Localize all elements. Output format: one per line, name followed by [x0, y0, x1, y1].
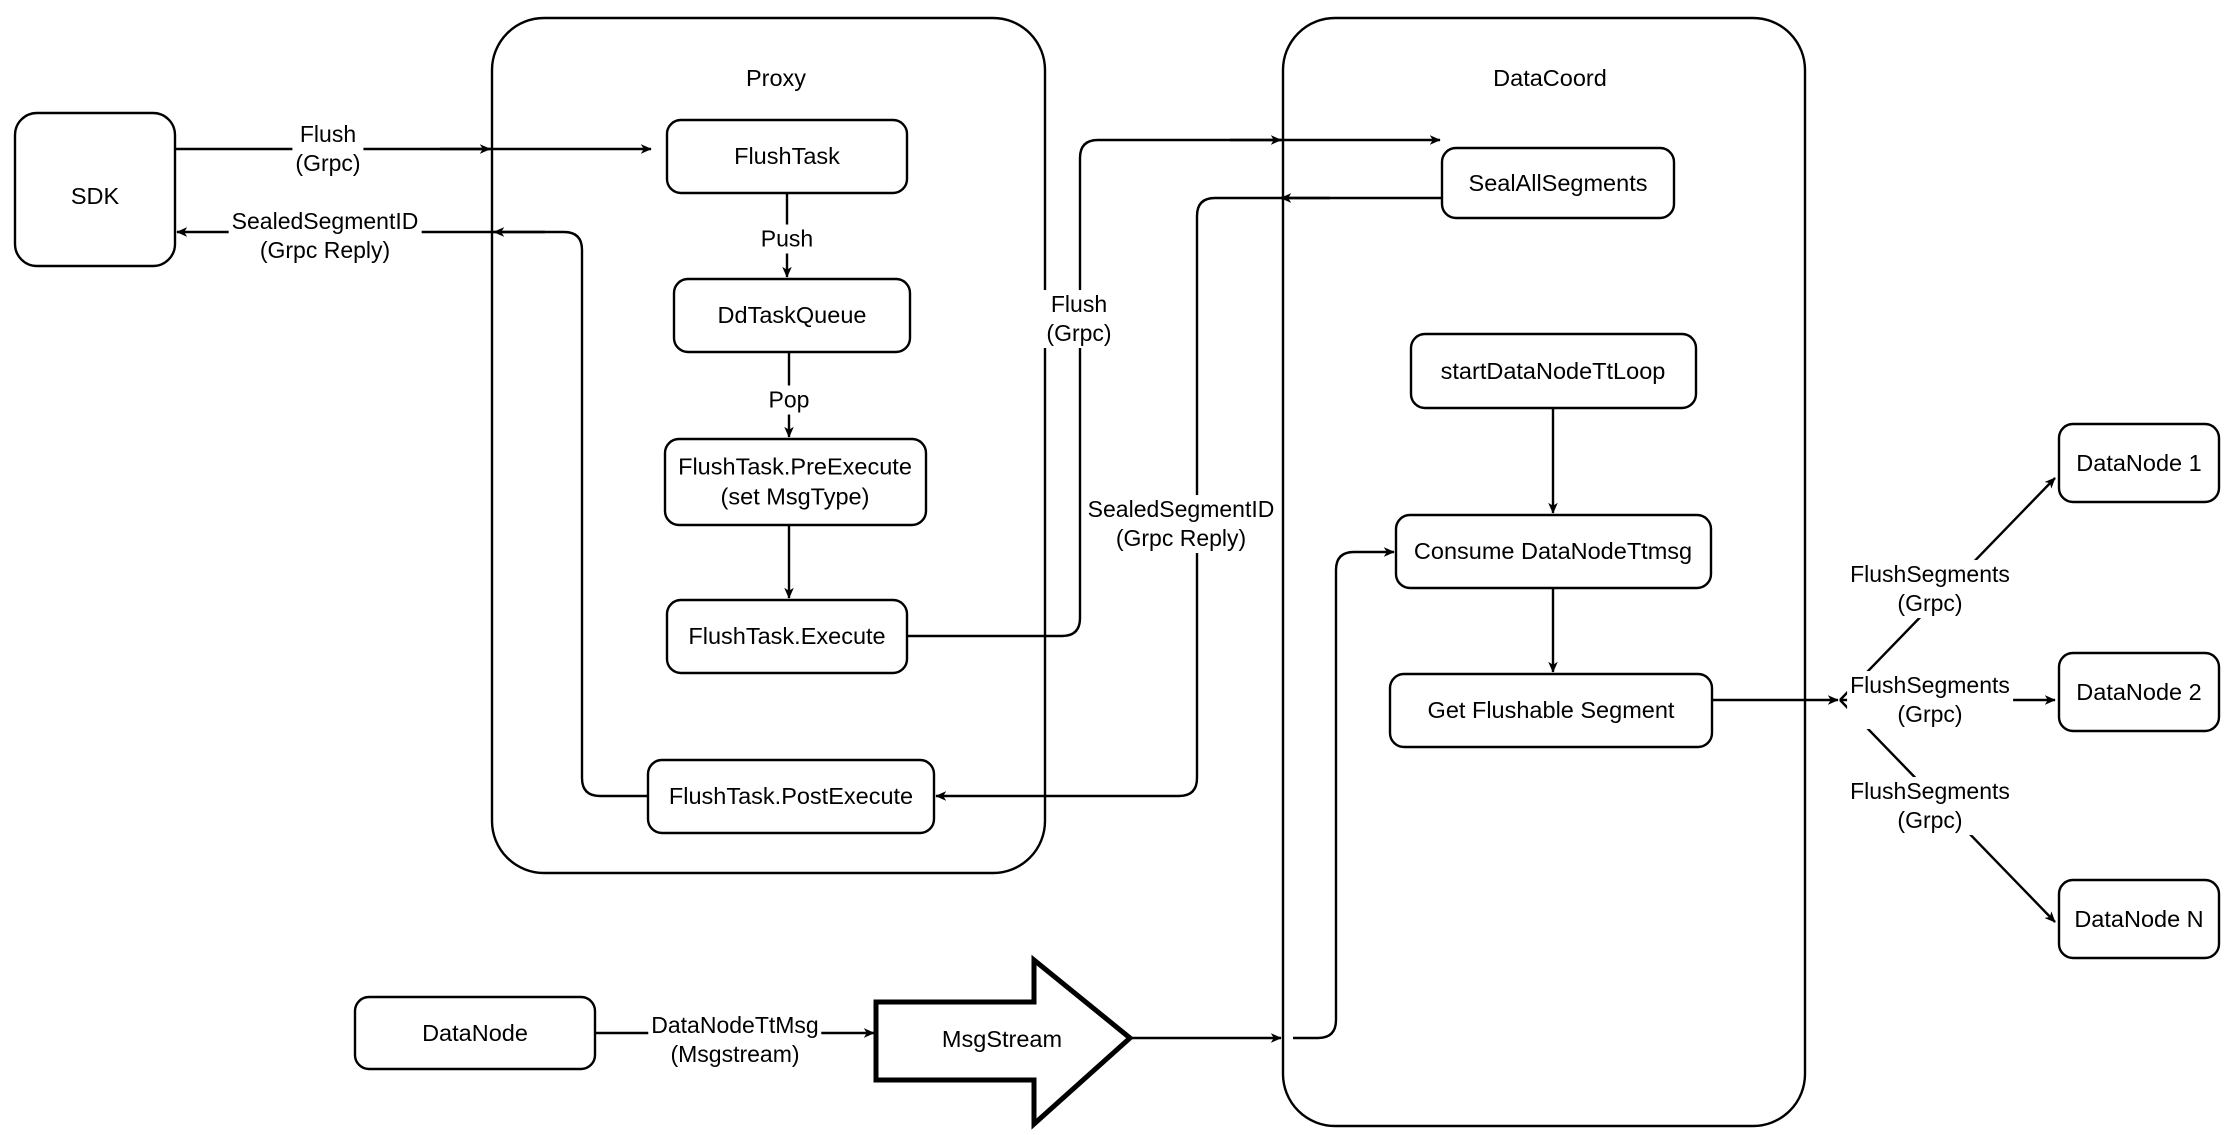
node-datanode-1-shape[interactable]: [2057, 422, 2221, 504]
node-datanode-src-shape[interactable]: [353, 995, 597, 1071]
edge-datacoord-bus-to-consume: [1293, 547, 1395, 1040]
edge-proxy-to-sdk: [176, 227, 648, 798]
node-seal-all-segments-shape[interactable]: [1440, 146, 1676, 220]
edge-junction-to-datanode-1: [1839, 477, 2056, 701]
node-flush-task-shape[interactable]: [665, 118, 909, 195]
node-datanode-n-shape[interactable]: [2057, 878, 2221, 960]
node-execute-shape[interactable]: [665, 598, 909, 675]
node-start-datanode-tt-loop-shape[interactable]: [1409, 332, 1698, 410]
node-consume-datanode-ttmsg-shape[interactable]: [1394, 513, 1713, 590]
node-pre-execute-shape[interactable]: [663, 437, 928, 527]
edge-execute-to-datacoord: [907, 135, 1441, 638]
node-sdk-shape[interactable]: [13, 111, 177, 268]
node-get-flushable-segment-shape[interactable]: [1388, 672, 1714, 749]
node-post-execute-shape[interactable]: [646, 758, 936, 835]
edge-junction-to-datanode-n: [1839, 699, 2056, 923]
node-dd-task-queue-shape[interactable]: [672, 277, 912, 354]
node-datanode-2-shape[interactable]: [2057, 651, 2221, 733]
node-msgstream-shape[interactable]: [873, 954, 1134, 1130]
